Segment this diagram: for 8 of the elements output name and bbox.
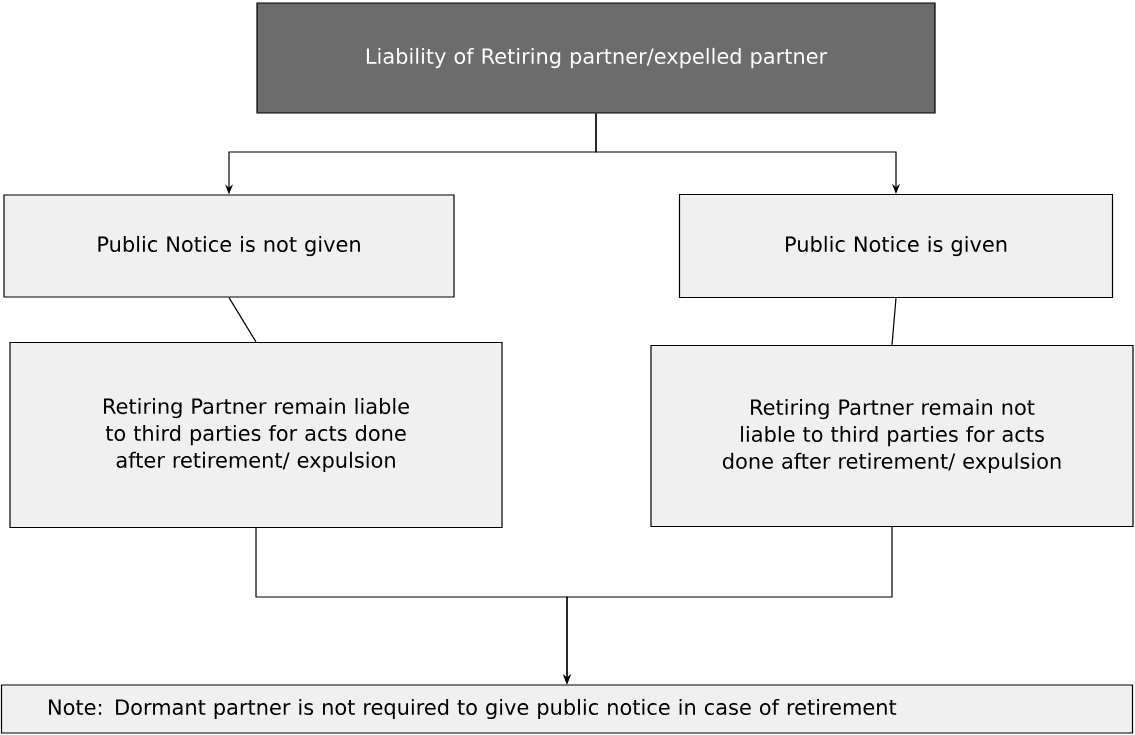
process-box: Public Notice is not given — [3, 194, 455, 298]
process-box: Public Notice is given — [678, 193, 1114, 299]
process-box: Retiring Partner remain liable to third parties for acts done after retirement/ expulsion — [9, 341, 503, 529]
connector-line — [228, 297, 257, 343]
process-box: Retiring Partner remain not liable to third parties for acts done after retirement/ expulsion — [650, 344, 1134, 528]
connector-line — [891, 297, 897, 346]
note-box: Note: Dormant partner is not required to give public notice in case of retirement — [0, 684, 1134, 734]
title-box: Liability of Retiring partner/expelled partner — [256, 2, 936, 114]
